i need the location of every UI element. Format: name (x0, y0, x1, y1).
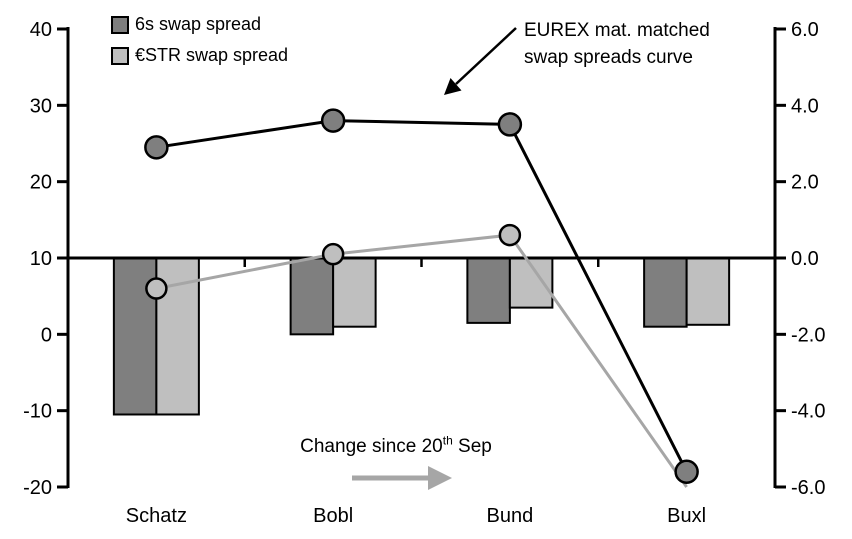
marker-6s-bund (497, 112, 523, 137)
left-axis-tick-label: 10 (30, 248, 52, 270)
right-axis-tick-label: 2.0 (791, 172, 819, 194)
bar-6s-buxl (643, 257, 688, 328)
legend-label-6s: 6s swap spread (135, 14, 262, 34)
right-axis-tick-label: -6.0 (791, 477, 825, 499)
line-6s (156, 119, 688, 473)
annotation-eurex-line1: EUREX mat. matched (524, 20, 710, 41)
category-label-buxl: Buxl (667, 505, 706, 527)
legend-item-estr: €STR swap spread (111, 40, 288, 71)
legend-swatch-estr-icon (111, 46, 129, 65)
marker-estr-schatz (145, 277, 168, 300)
right-axis-tick-label: 6.0 (791, 19, 819, 41)
marker-6s-buxl (674, 459, 699, 484)
bar-6s-bobl (289, 257, 335, 336)
annotation-eurex-line2: swap spreads curve (524, 47, 693, 68)
marker-6s-bobl (320, 108, 346, 133)
category-label-bund: Bund (487, 505, 534, 527)
category-label-bobl: Bobl (313, 505, 353, 527)
annotation-change-since: Change since 20th Sep (278, 433, 514, 458)
left-axis-tick-label: 20 (30, 172, 52, 194)
left-axis-tick-label: 0 (41, 324, 52, 346)
right-axis-tick-label: 0.0 (791, 248, 819, 270)
right-axis-tick-label: -4.0 (791, 401, 825, 423)
line-estr (156, 233, 688, 488)
marker-estr-bobl (321, 242, 345, 266)
marker-6s-schatz (144, 135, 169, 160)
annotation-change-pre: Change since 20 (300, 436, 443, 457)
annotation-eurex: EUREX mat. matched swap spreads curve (524, 17, 710, 71)
legend-item-6s: 6s swap spread (111, 9, 288, 40)
bar-estr-buxl (685, 257, 731, 326)
category-label-schatz: Schatz (126, 505, 187, 527)
eurex-arrowhead-icon (444, 78, 462, 95)
right-axis-tick-label: -2.0 (791, 324, 825, 346)
marker-estr-bund (498, 223, 522, 247)
chart-legend: 6s swap spread €STR swap spread (111, 9, 288, 71)
bar-estr-bobl (332, 257, 377, 328)
left-axis-tick-label: -10 (23, 401, 52, 423)
change-arrowhead-icon (428, 466, 452, 490)
legend-swatch-6s-icon (111, 15, 129, 34)
eurex-arrow-icon (455, 27, 517, 85)
left-axis-tick-label: 30 (30, 95, 52, 117)
left-axis-tick-label: 40 (30, 19, 52, 41)
right-axis-tick-label: 4.0 (791, 95, 819, 117)
annotation-change-sup: th (442, 433, 453, 448)
legend-label-estr: €STR swap spread (135, 45, 289, 65)
annotation-change-post: Sep (452, 436, 492, 457)
left-axis-tick-label: -20 (23, 477, 52, 499)
bar-6s-bund (466, 257, 511, 324)
